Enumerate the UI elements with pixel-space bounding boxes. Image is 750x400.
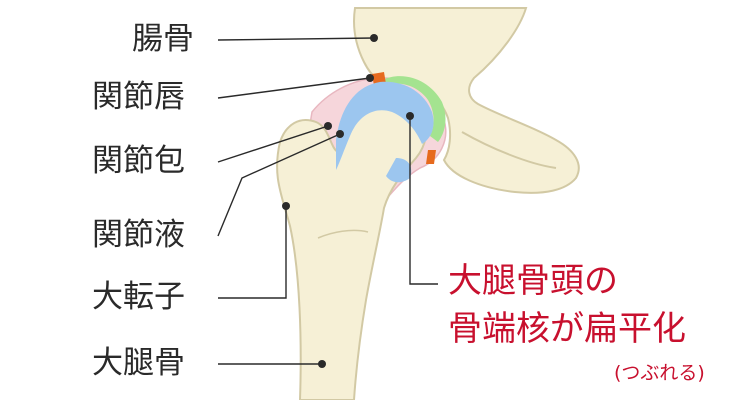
- dot-fluid: [336, 130, 344, 138]
- dot-trochanter: [282, 202, 290, 210]
- leader-labrum: [217, 77, 371, 99]
- callout-note: (つぶれる): [614, 362, 705, 384]
- joint-fluid-shape: [336, 81, 434, 183]
- dot-capsule: [324, 122, 332, 130]
- femur-bone: [276, 96, 428, 400]
- leader-lines: [217, 37, 438, 365]
- label-capsule: 関節包: [92, 143, 185, 179]
- leader-ilium: [217, 37, 375, 41]
- pelvis-inner-contour: [461, 131, 557, 169]
- label-labrum: 関節唇: [92, 79, 185, 115]
- label-ilium: 腸骨: [132, 21, 194, 57]
- label-trochanter: 大転子: [92, 279, 185, 315]
- dot-ilium: [370, 34, 378, 42]
- leader-fluid: [217, 133, 341, 237]
- label-fluid: 関節液: [92, 217, 185, 253]
- leader-femoral-head: [409, 116, 438, 285]
- labrum-shape: [382, 76, 446, 142]
- callout-line-2: 骨端核が扁平化: [448, 309, 686, 349]
- dot-labrum: [366, 74, 374, 82]
- femur-detail-line: [317, 229, 369, 239]
- dot-femur: [318, 360, 326, 368]
- leader-capsule: [217, 125, 329, 163]
- labrum-tip-orange-lower: [426, 150, 436, 164]
- leader-trochanter: [218, 206, 287, 299]
- label-femur: 大腿骨: [92, 345, 185, 381]
- callout-line-1: 大腿骨頭の: [448, 261, 618, 301]
- dot-femoral-head: [406, 112, 414, 120]
- leader-dots: [282, 34, 414, 368]
